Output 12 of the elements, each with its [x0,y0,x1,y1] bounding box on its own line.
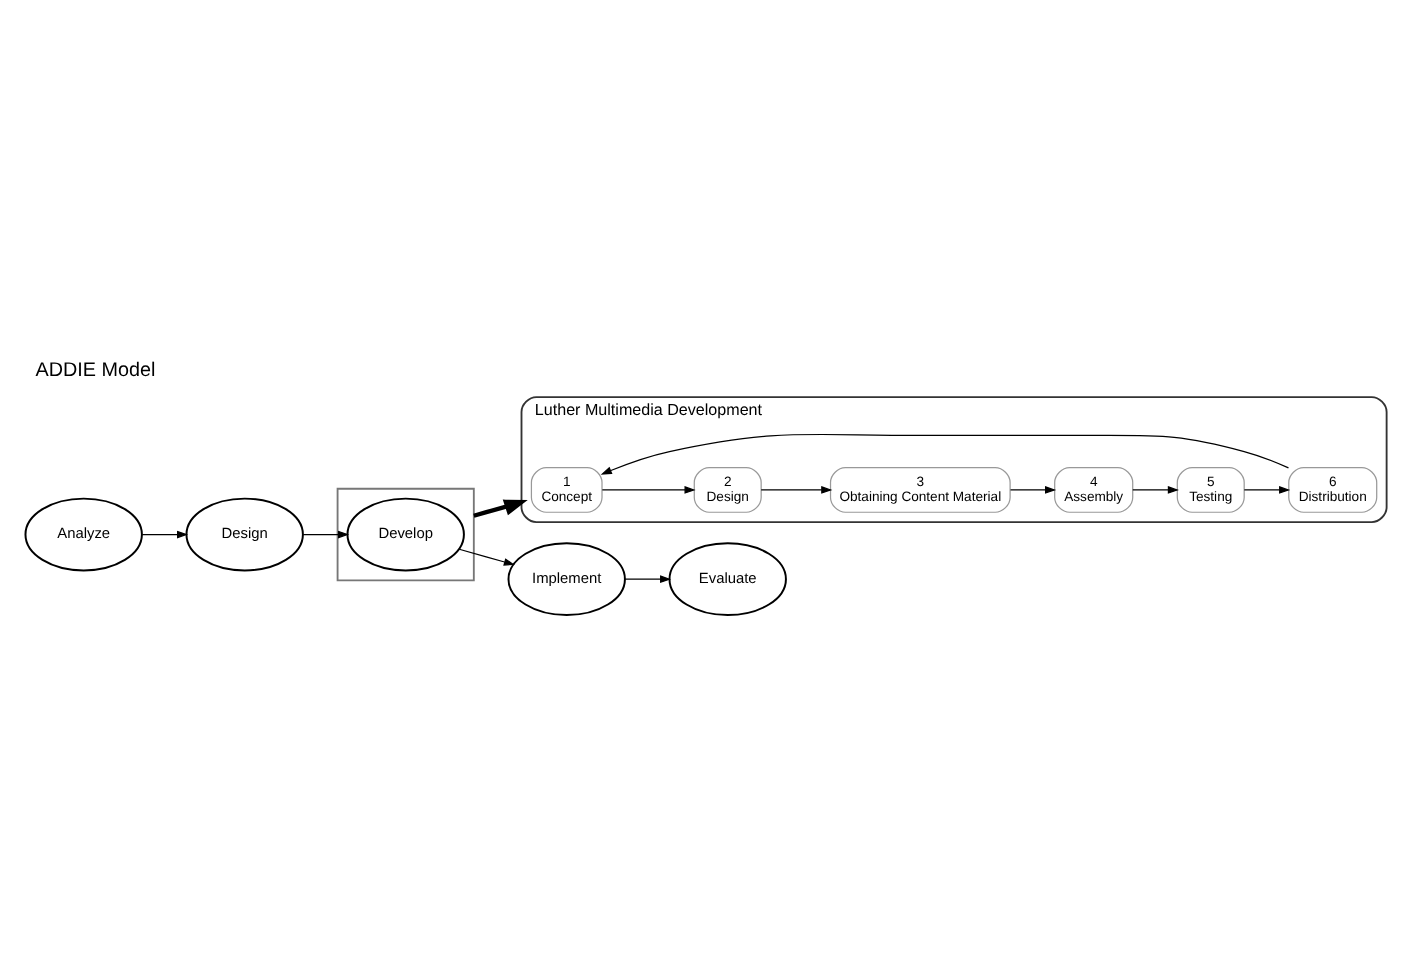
arrow [624,575,672,584]
arrow [1009,486,1057,494]
arrow [600,433,1290,475]
arrow [458,548,515,566]
arrow [601,486,696,494]
diagram-title: ADDIE Model [35,359,156,382]
arrow [760,486,833,494]
arrow [1243,486,1291,494]
arrow [302,530,350,539]
arrow [141,530,189,539]
arrow [473,499,528,518]
arrow [1132,486,1179,494]
